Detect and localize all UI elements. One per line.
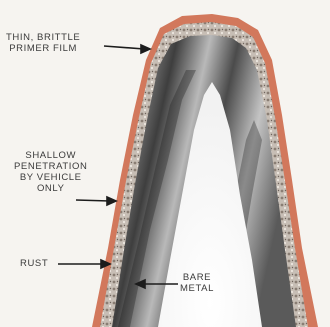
bare-metal-label: BARE METAL (180, 272, 214, 294)
primer-film-label-line-2: PRIMER FILM (6, 43, 80, 54)
penetration-label-line-3: BY VEHICLE (14, 172, 87, 183)
penetration-label-line-4: ONLY (14, 183, 87, 194)
primer-film-arrow (104, 46, 144, 49)
primer-film-label: THIN, BRITTLE PRIMER FILM (6, 32, 80, 54)
penetration-label-line-2: PENETRATION (14, 161, 87, 172)
bare-metal-label-line-1: BARE (180, 272, 214, 283)
penetration-label: SHALLOW PENETRATION BY VEHICLE ONLY (14, 150, 87, 194)
penetration-arrow (76, 200, 110, 201)
rust-label: RUST (20, 258, 48, 269)
bare-metal-label-line-2: METAL (180, 283, 214, 294)
primer-film-label-line-1: THIN, BRITTLE (6, 32, 80, 43)
penetration-label-line-1: SHALLOW (14, 150, 87, 161)
